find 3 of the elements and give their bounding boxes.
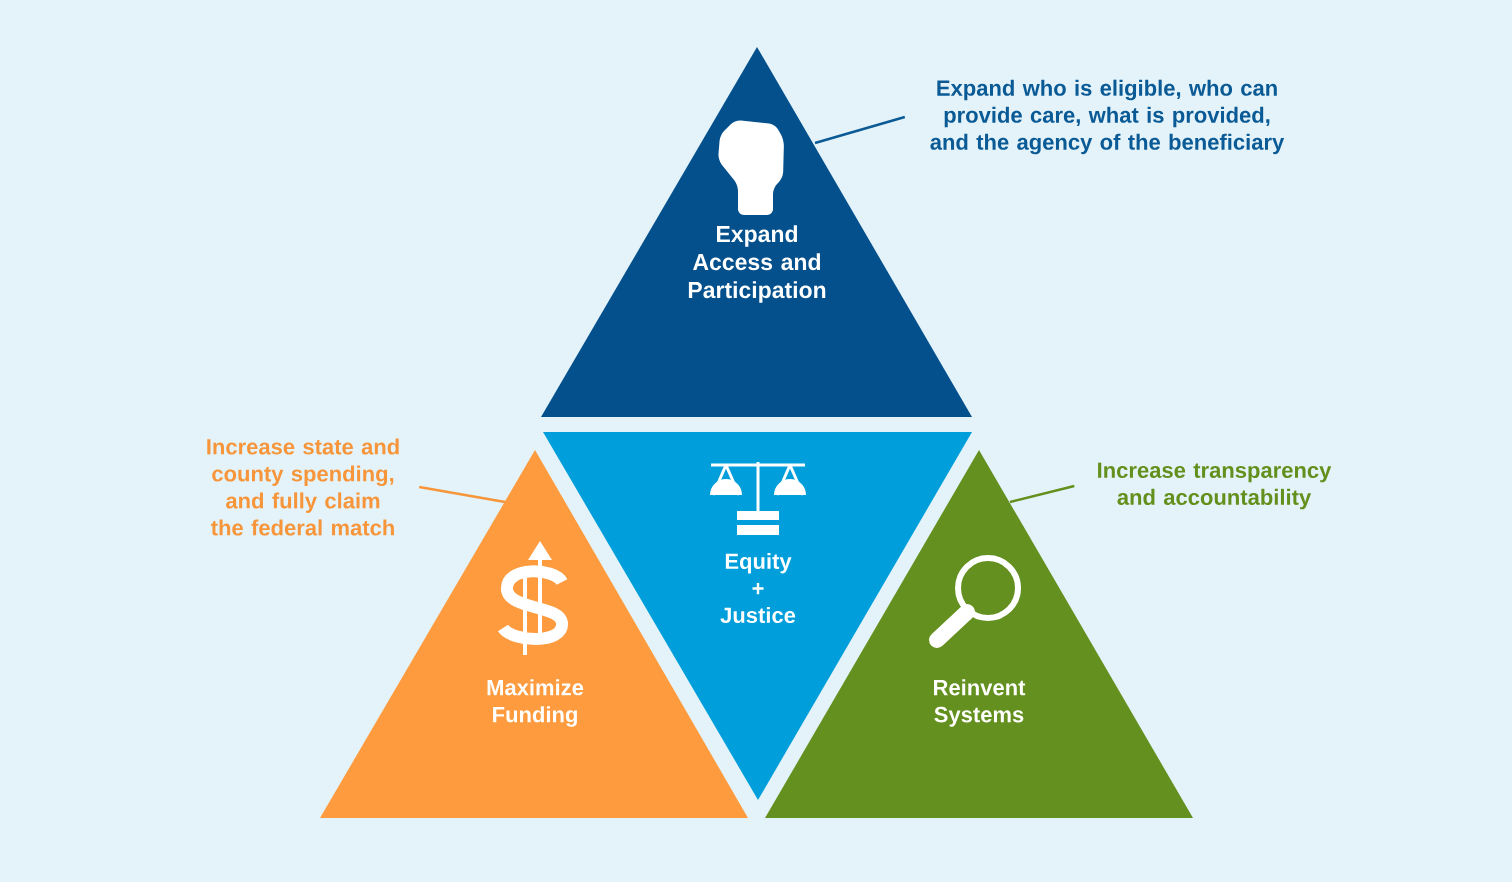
leader-line (1009, 484, 1075, 504)
leader-line (419, 485, 506, 504)
leader-line (814, 115, 906, 145)
